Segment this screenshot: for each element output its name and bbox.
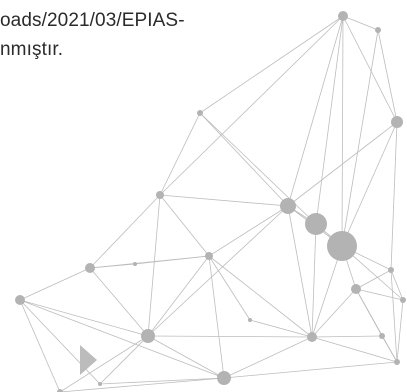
network-edge [89,267,149,337]
network-edge [208,255,225,379]
network-edge [159,194,289,207]
network-edge [99,335,149,385]
network-edge [19,267,91,301]
network-node [141,329,155,343]
network-edge [341,29,379,247]
network-node [217,371,231,385]
network-edge [208,255,251,321]
network-edge [311,335,383,338]
network-node [133,262,137,266]
network-edge [147,205,289,337]
network-node [248,318,252,322]
network-edge [159,112,201,196]
network-edge [355,288,383,337]
network-edge [287,205,313,338]
network-edge [311,245,343,338]
network-edge [381,335,398,363]
network-node [205,252,213,260]
network-edge [59,335,149,392]
network-edge [341,15,344,247]
network-edge [19,299,61,392]
network-node [388,267,394,273]
network-edge [89,194,161,269]
network-edge [59,377,225,392]
text-line-1: oads/2021/03/EPIAS- [0,10,185,31]
network-edge [311,288,357,338]
network-node [98,382,102,386]
network-node [379,333,385,339]
network-edge [390,269,404,301]
network-edge [311,223,317,338]
network-edge [355,269,392,290]
network-edge [390,269,398,363]
network-edge [159,15,344,196]
network-edge [342,15,398,123]
network-edge [341,121,398,247]
triangle-shape [80,345,97,375]
network-node [197,110,203,116]
body-text: oads/2021/03/EPIAS- nmıştır. [0,6,185,64]
network-node [280,198,296,214]
network-node [394,359,400,365]
network-edge [147,194,161,337]
text-line-2: nmıştır. [0,39,64,60]
network-edge [223,361,398,379]
network-edge [199,112,317,225]
network-nodes [15,11,406,392]
network-edges [19,15,404,392]
network-node [305,213,327,235]
network-node [327,231,357,261]
network-edge [134,255,210,265]
network-edge [396,299,404,363]
network-edge [147,255,210,337]
network-edge [377,29,398,123]
network-edge [287,15,344,207]
network-edge [159,194,210,257]
network-node [391,116,403,128]
network-edge [199,15,344,114]
network-node [307,332,317,342]
network-node [15,295,25,305]
network-edge [208,205,289,257]
network-edge [147,335,225,379]
network-edge [249,319,313,338]
network-node [85,263,95,273]
network-edge [19,299,101,385]
network-edge [342,15,379,31]
network-node [156,191,164,199]
network-edge [390,121,398,271]
network-node [338,11,348,21]
network-edge [147,335,313,338]
network-edge [208,255,313,338]
network-node [57,389,63,392]
network-edge [315,15,344,225]
network-edge [223,336,313,379]
network-edge [19,299,149,337]
network-edge [311,336,398,363]
network-edge [99,377,225,385]
network-node [351,284,361,294]
network-node [375,27,381,33]
network-edge [19,299,225,379]
network-node [400,297,406,303]
network-edge [199,112,289,207]
network-edge [89,263,136,269]
network-edge [355,288,404,301]
network-edge [287,121,398,207]
